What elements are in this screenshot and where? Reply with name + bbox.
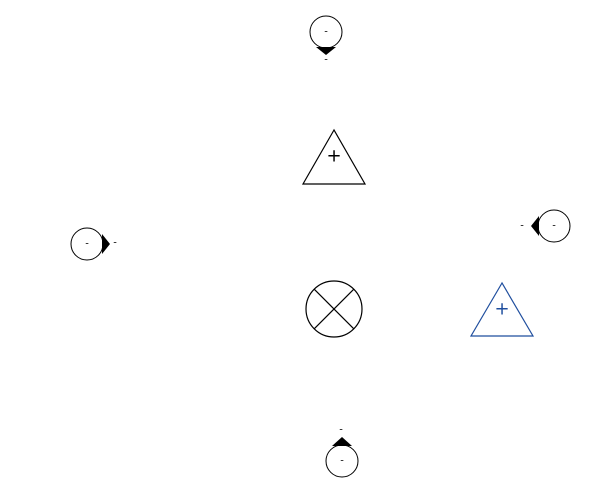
bottom-marker-center-label: -	[340, 456, 344, 467]
bottom-marker-pointer-icon	[332, 437, 352, 446]
left-marker-center-label: -	[85, 239, 89, 250]
bottom-marker[interactable]: - -	[325, 425, 359, 478]
right-marker[interactable]: - -	[520, 209, 571, 243]
top-marker-center-label: -	[324, 27, 328, 38]
triangle-right-shape-icon	[469, 281, 535, 337]
triangle-right[interactable]: +	[469, 281, 535, 337]
triangle-right-label: +	[494, 299, 509, 320]
crossed-circle[interactable]	[305, 280, 363, 338]
bottom-marker-tip-label: -	[339, 425, 343, 436]
top-marker-pointer-icon	[316, 47, 336, 55]
right-marker-tip-label: -	[520, 221, 524, 232]
left-marker-tip-label: -	[113, 238, 117, 249]
crossed-circle-line-b	[313, 288, 355, 330]
top-marker-tip-label: -	[324, 55, 328, 66]
left-marker[interactable]: - -	[70, 227, 117, 261]
triangle-center[interactable]: +	[301, 128, 367, 185]
triangle-center-shape-icon	[301, 128, 367, 185]
right-marker-pointer-icon	[531, 216, 539, 236]
triangle-center-label: +	[326, 146, 341, 167]
right-marker-center-label: -	[552, 221, 556, 232]
left-marker-pointer-icon	[102, 234, 110, 254]
top-marker[interactable]: - -	[309, 15, 343, 66]
